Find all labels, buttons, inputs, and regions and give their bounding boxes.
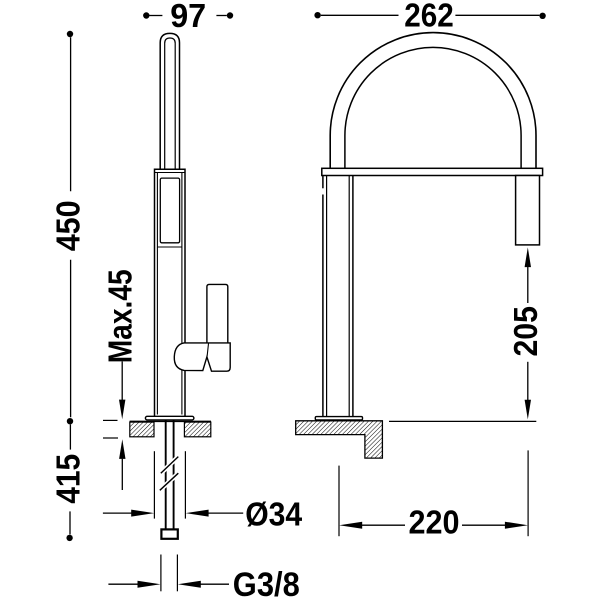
svg-text:97: 97 bbox=[170, 0, 206, 34]
svg-text:450: 450 bbox=[50, 200, 87, 251]
svg-text:415: 415 bbox=[49, 454, 86, 504]
svg-text:Max.45: Max.45 bbox=[102, 269, 139, 363]
svg-text:Ø34: Ø34 bbox=[245, 496, 303, 533]
svg-text:205: 205 bbox=[507, 306, 544, 356]
svg-text:220: 220 bbox=[409, 503, 460, 540]
svg-text:262: 262 bbox=[404, 0, 454, 34]
svg-text:G3/8: G3/8 bbox=[233, 566, 300, 600]
